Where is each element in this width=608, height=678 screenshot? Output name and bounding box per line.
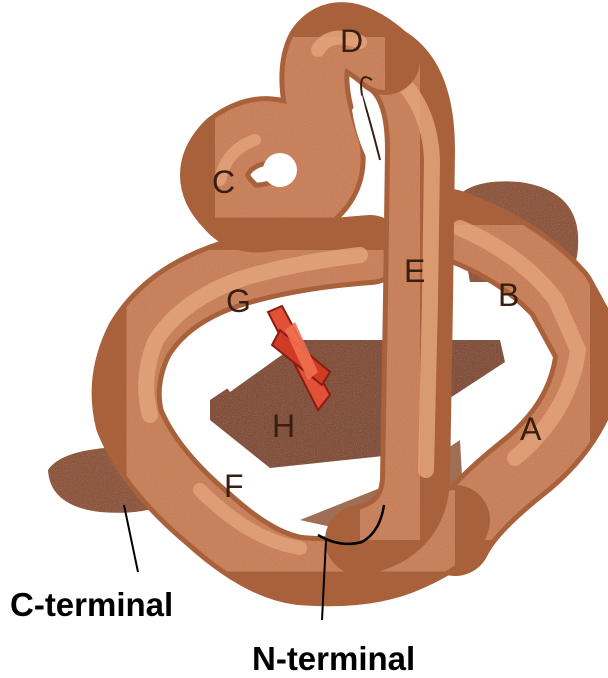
helix-label-e: E — [404, 253, 425, 289]
heme-pocket-opening-2 — [462, 300, 500, 340]
helix-label-h: H — [272, 408, 295, 444]
helix-label-d: D — [340, 23, 363, 59]
helix-label-g: G — [226, 283, 251, 319]
helix-label-a: A — [520, 411, 542, 447]
n-terminal-label: N-terminal — [252, 640, 415, 678]
helix-label-b: B — [498, 277, 519, 313]
c-terminal-leader-line — [124, 505, 138, 572]
c-terminal-label: C-terminal — [10, 586, 173, 624]
loop-c-hole — [263, 153, 297, 187]
helix-label-f: F — [224, 468, 244, 504]
helix-label-c: C — [212, 164, 235, 200]
